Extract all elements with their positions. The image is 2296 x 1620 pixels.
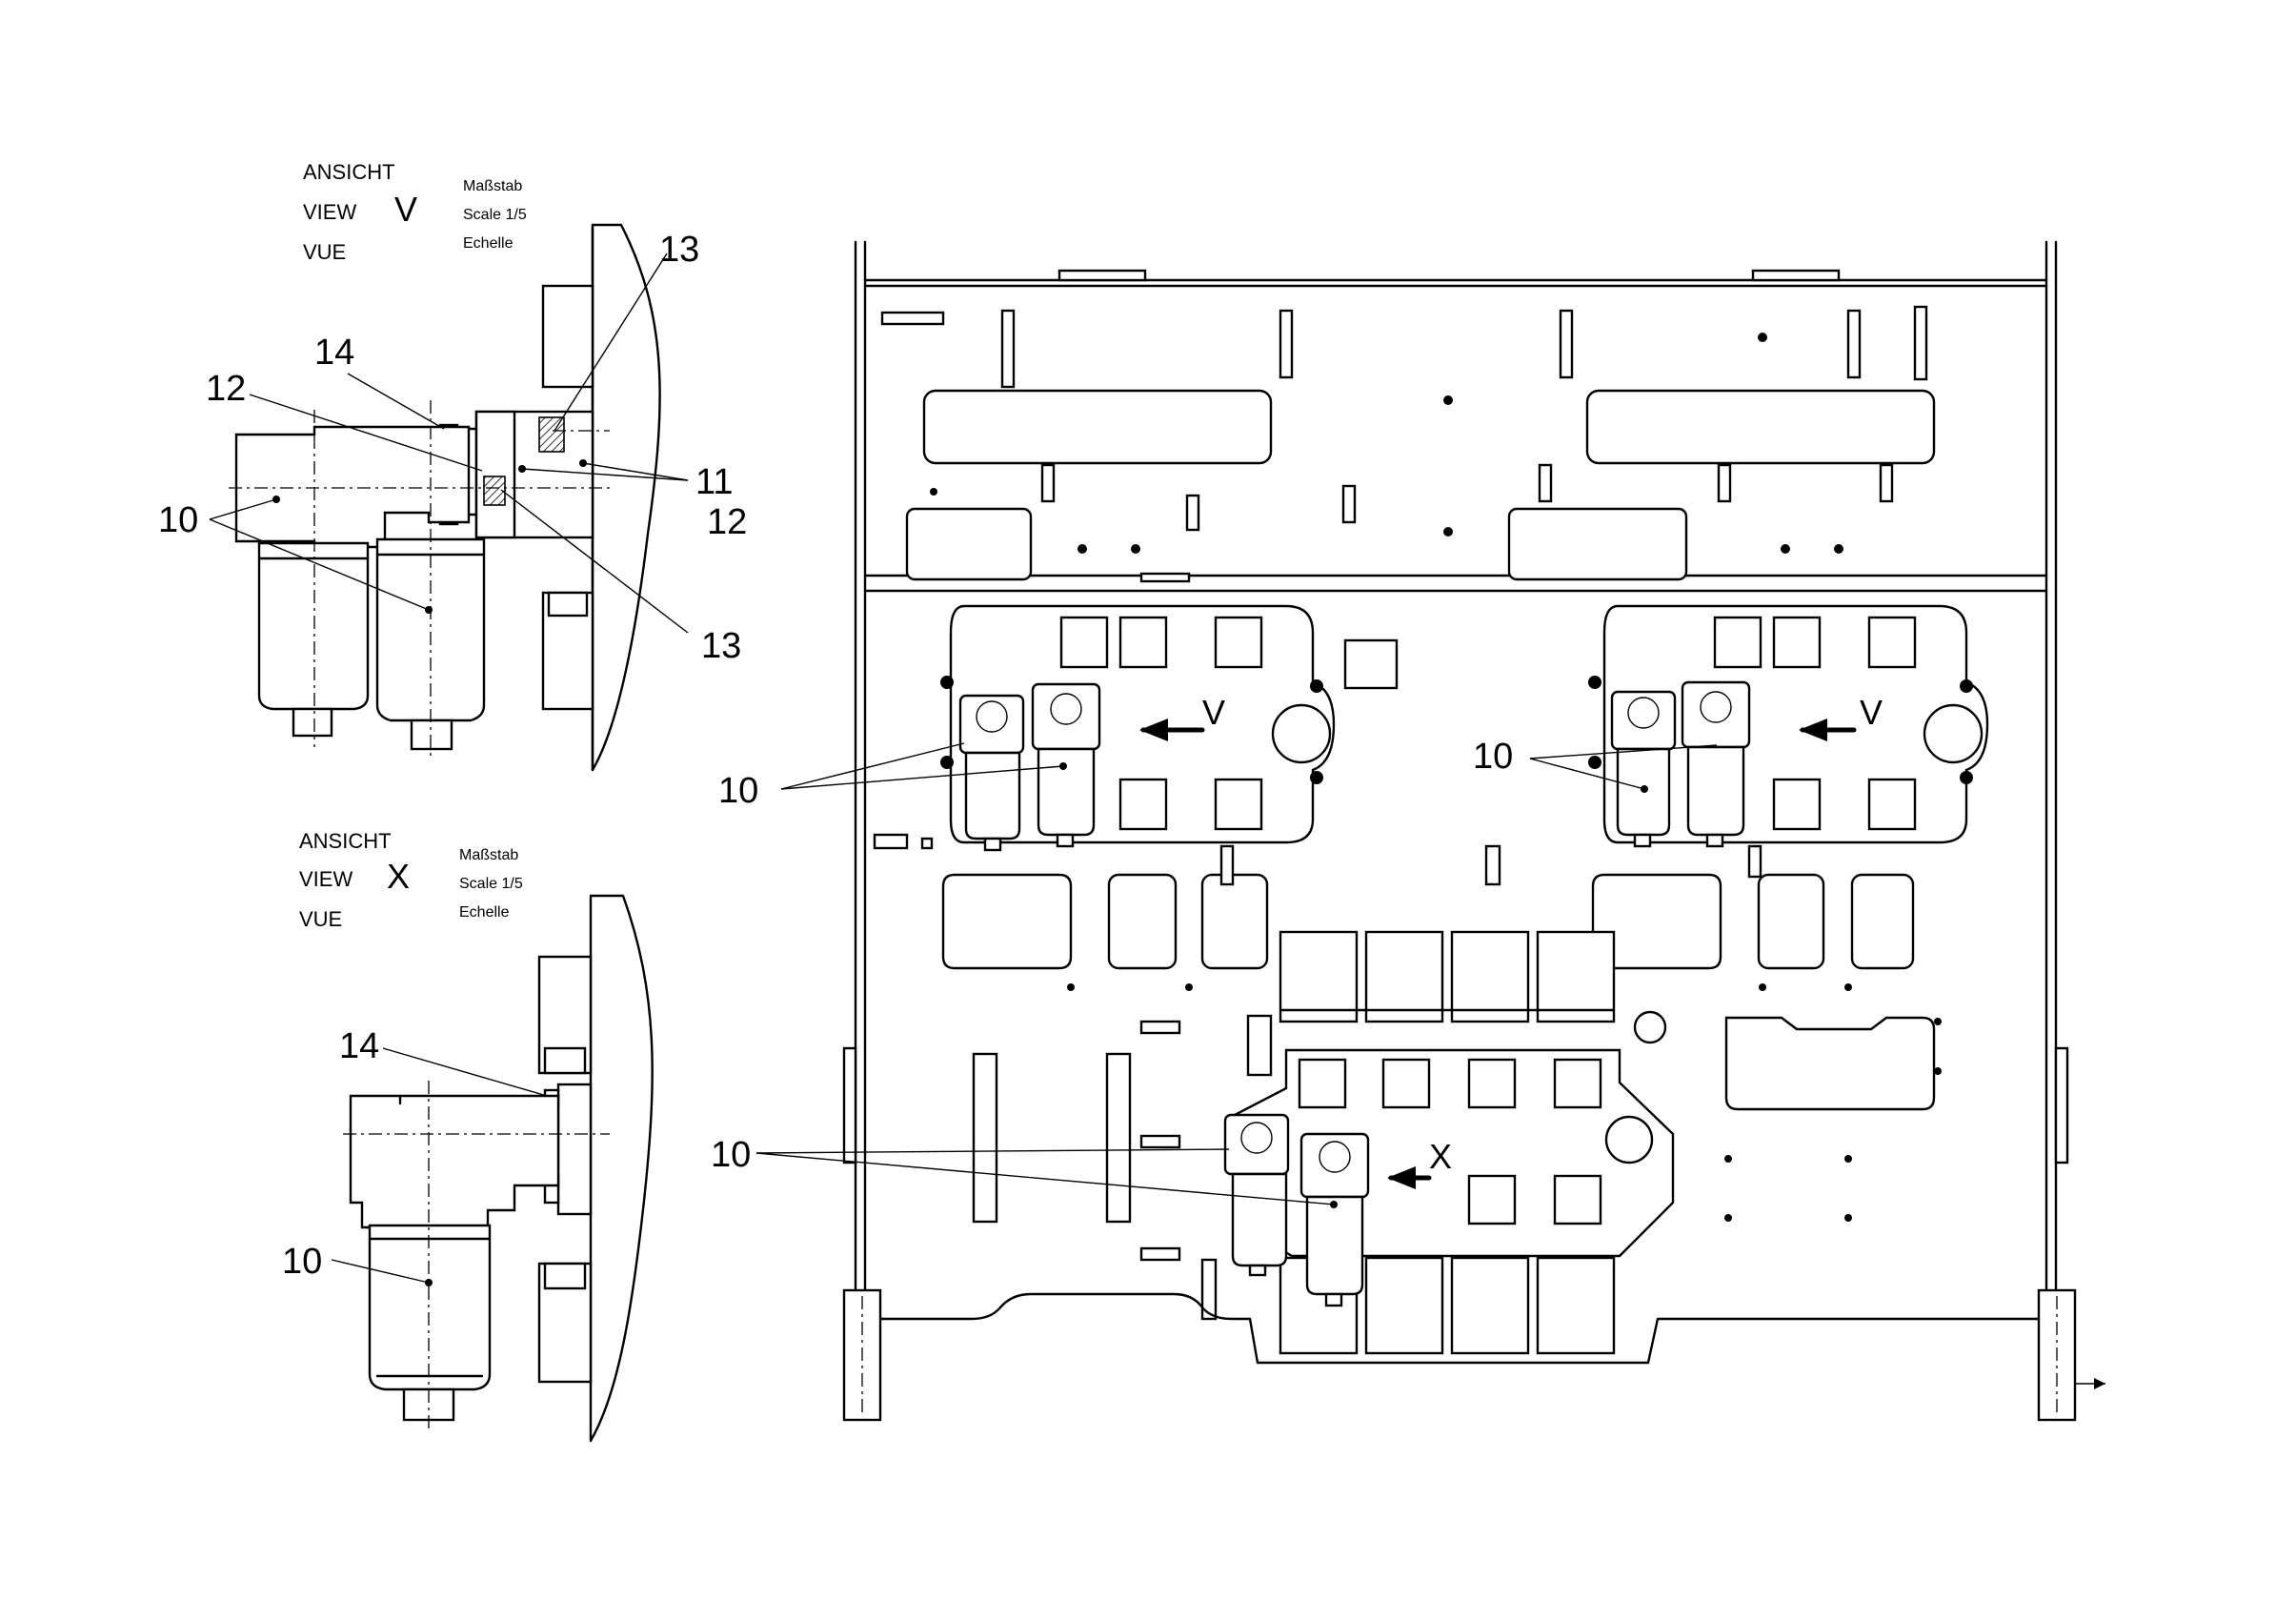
view-x-flange (556, 1083, 593, 1216)
view-v-caption-line-3: VUE (303, 240, 346, 264)
view-v-scale-line-2: Scale 1/5 (463, 207, 527, 223)
view-x-caption-line-2: VIEW (299, 867, 352, 891)
main-callout-10-left: 10 (718, 771, 758, 811)
view-x-callout-10: 10 (282, 1242, 322, 1282)
view-v-callout-11: 11 (695, 462, 733, 502)
view-x-caption-line-3: VUE (299, 907, 342, 931)
view-v-caption-line-1: ANSICHT (303, 160, 395, 184)
view-x-scale-line-1: Maßstab (459, 847, 518, 863)
view-x-detail: ANSICHT VIEW VUE X Maßstab Scale 1/5 Ech… (282, 829, 654, 1443)
view-v-callout-14: 14 (314, 333, 354, 373)
view-v-callout-12-right: 12 (707, 502, 747, 542)
view-v-scale-line-1: Maßstab (463, 178, 522, 194)
main-assembly: V V (711, 240, 2105, 1422)
upper-panel-right (1585, 389, 1936, 465)
view-x-filter-bowl (368, 1224, 492, 1391)
view-x-wall-plate (589, 894, 654, 1443)
view-v-callout-13-top: 13 (659, 230, 699, 270)
view-v-callout-13-bottom: 13 (701, 626, 741, 666)
main-callout-10-bottom: 10 (711, 1135, 751, 1175)
view-v-upper-solenoid (541, 284, 594, 389)
view-x-scale-line-3: Echelle (459, 904, 510, 921)
view-v-detail: ANSICHT VIEW VUE V Maßstab Scale 1/5 Ech… (158, 160, 747, 772)
view-v-seal-lower (483, 476, 506, 506)
filter-assembly-left-pair (958, 682, 1101, 852)
view-x-callout-14: 14 (339, 1026, 379, 1066)
arrow-v-left-label: V (1202, 693, 1225, 732)
view-x-filter-head (349, 1094, 560, 1229)
view-v-caption-line-2: VIEW (303, 200, 356, 224)
view-v-wall-plate (591, 223, 661, 772)
view-x-caption-line-1: ANSICHT (299, 829, 392, 853)
view-v-filter-head (234, 425, 471, 549)
central-solenoid-bank (1233, 930, 1675, 1355)
main-callout-10-right: 10 (1473, 737, 1513, 777)
arrow-x-label: X (1429, 1137, 1452, 1176)
view-v-letter: V (394, 190, 417, 229)
right-cutout-panel (1724, 1016, 1936, 1111)
view-v-filter-bowl-right (375, 537, 486, 722)
view-x-scale-line-2: Scale 1/5 (459, 876, 523, 892)
view-v-scale-line-3: Echelle (463, 235, 514, 252)
view-x-letter: X (387, 857, 410, 896)
view-v-filter-bowl-left (257, 541, 370, 711)
view-v-callout-12-left: 12 (206, 369, 246, 409)
arrow-v-right-label: V (1860, 693, 1883, 732)
upper-panel-left (922, 389, 1273, 465)
view-v-callout-10: 10 (158, 500, 198, 540)
